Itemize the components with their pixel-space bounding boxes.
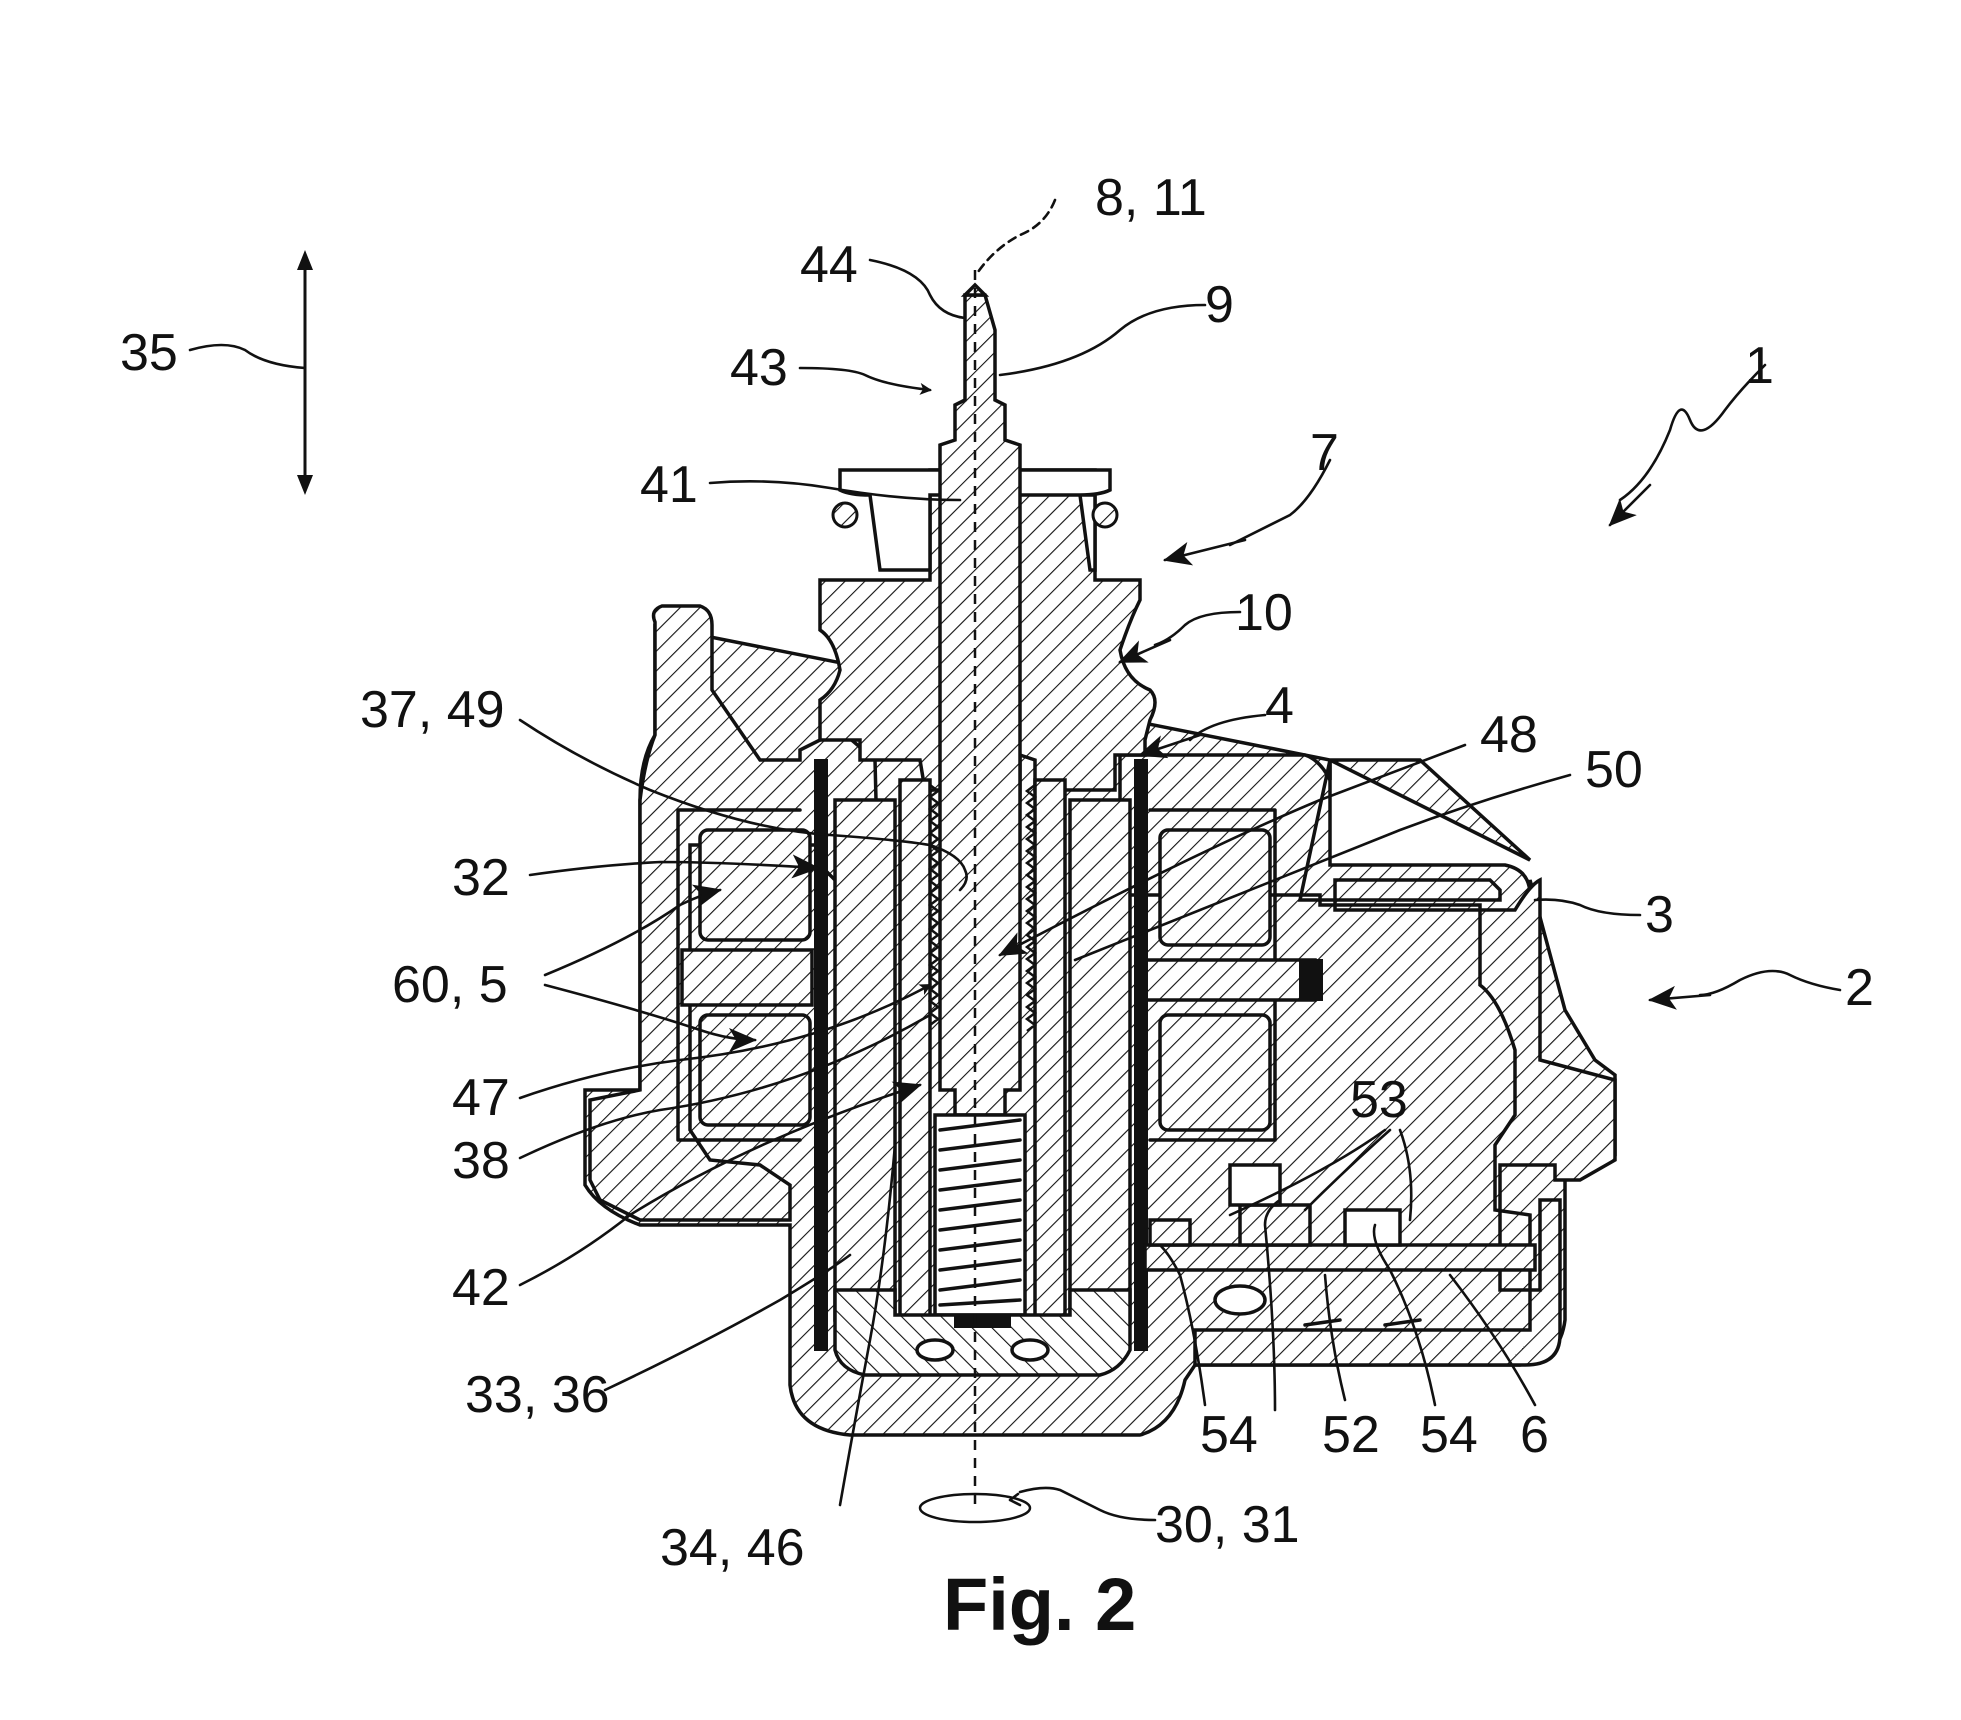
arrow-7 [1163,538,1247,566]
sensor-block [1228,1163,1282,1207]
label-1: 1 [1745,337,1774,395]
label-2: 2 [1845,959,1874,1017]
label-54a: 54 [1200,1406,1258,1464]
leader-52 [1323,1273,1347,1402]
label-4: 4 [1265,677,1294,735]
leader-42 [518,1081,922,1287]
leader-6 [1448,1273,1537,1407]
leader-44 [868,258,967,320]
leader-53c [1398,1128,1413,1222]
label-10: 10 [1235,584,1293,642]
chip-2 [1238,1203,1312,1247]
label-30-31: 30, 31 [1155,1496,1300,1554]
arrow-35-up [297,250,313,270]
bottom-stud-right [1010,1338,1050,1362]
label-60-5: 60, 5 [392,956,508,1014]
arrow-1 [1608,483,1652,527]
bottom-stud-left [915,1338,955,1362]
leader-3 [1533,898,1642,917]
leader-53a [1228,1128,1387,1217]
arrow-4 [1138,733,1202,759]
label-32: 32 [452,849,510,907]
leader-54b [1263,1198,1282,1412]
leader-50 [1073,773,1572,962]
arrow-35-down [297,475,313,495]
leader-54c [1372,1223,1437,1407]
leader-35 [188,343,307,370]
leader-32 [528,854,820,879]
spring [938,1118,1022,1307]
leader-43 [798,366,932,395]
rotation-symbol [918,1492,1032,1524]
solder-pads [1303,1318,1422,1327]
bottom-component [1213,1284,1267,1316]
label-52: 52 [1322,1406,1380,1464]
leader-2 [1698,969,1842,997]
leader-1 [1618,363,1767,502]
label-47: 47 [452,1069,510,1127]
label-48: 48 [1480,706,1538,764]
spindle-nut-right [1033,778,1067,1322]
label-35: 35 [120,324,178,382]
top-cup [838,468,1112,572]
leader-10 [1153,610,1242,647]
leader-47 [518,983,932,1100]
leader-33-36 [603,1253,852,1392]
label-50: 50 [1585,741,1643,799]
leader-38 [518,1013,932,1160]
housing-cap [1118,753,1617,1367]
arrow-2 [1648,985,1712,1010]
label-44: 44 [800,236,858,294]
label-37-49: 37, 49 [360,681,505,739]
label-43: 43 [730,339,788,397]
leader-8-11 [976,198,1057,274]
label-9: 9 [1205,276,1234,334]
leader-30-31 [1018,1486,1157,1522]
label-41: 41 [640,456,698,514]
bottom-cap [833,1288,1132,1377]
chip-1 [1148,1218,1192,1247]
spindle [938,293,1022,1117]
chip-3 [1343,1208,1402,1247]
label-8-11: 8, 11 [1095,169,1207,227]
spindle-foot [954,1314,1011,1328]
leader-7 [1228,458,1332,547]
spindle-nut-left [898,778,932,1322]
label-54b: 54 [1420,1406,1478,1464]
rotor-right [1068,798,1132,1322]
figure-caption: Fig. 2 [943,1563,1136,1646]
o-ring-right [1091,501,1119,529]
leader-34-46 [838,1143,897,1507]
leader-37-49 [518,718,968,892]
label-7: 7 [1310,424,1339,482]
thread-right [1024,784,1038,1032]
arrow-10 [1118,638,1172,664]
leader-41 [708,480,962,502]
thread-left [927,784,941,1026]
label-33-36: 33, 36 [465,1366,610,1424]
leader-60-5b [543,983,757,1052]
labels: 8, 11 44 9 43 1 35 41 7 10 37, 49 4 48 5… [120,169,1874,1646]
label-42: 42 [452,1259,510,1317]
leader-54a [1158,1243,1207,1407]
leader-53b [1303,1128,1392,1212]
rotor-wall-right [1134,759,1148,1351]
circuit-board [1143,1243,1537,1272]
o-ring-left [831,501,859,529]
label-6: 6 [1520,1406,1549,1464]
label-3: 3 [1645,886,1674,944]
label-38: 38 [452,1132,510,1190]
rotor-wall-left [814,759,828,1351]
rotation-arrow [1008,1492,1022,1507]
leader-60-5a [543,884,722,977]
stator-left [676,808,814,1142]
label-34-46: 34, 46 [660,1519,805,1577]
leader-9 [998,303,1207,377]
leader-lines [188,198,1842,1522]
label-53: 53 [1350,1071,1408,1129]
leader-48 [998,743,1467,957]
